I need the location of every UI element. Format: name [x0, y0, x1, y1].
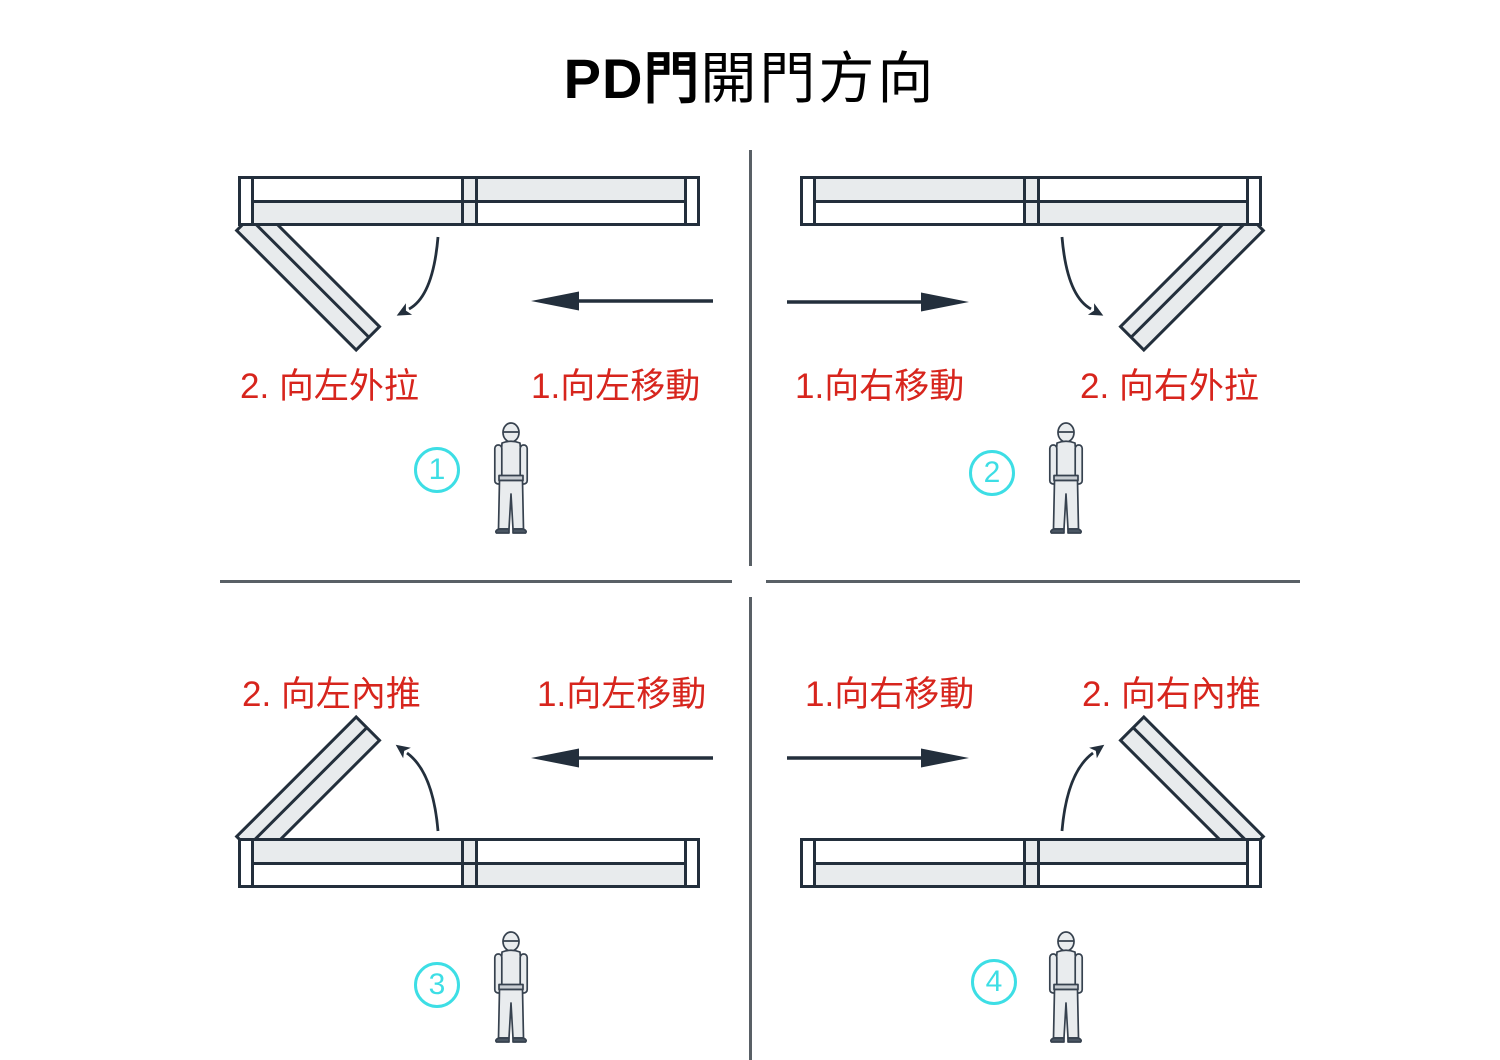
track-row — [1039, 179, 1246, 200]
step-label-pull-right: 2. 向右外拉 — [1080, 367, 1259, 406]
track-rail-line — [477, 861, 684, 865]
track-rail-line — [254, 199, 461, 203]
track-right-section — [477, 841, 684, 885]
track-row — [477, 841, 684, 862]
slide-left-arrowhead — [531, 291, 579, 311]
track-center-post — [1022, 841, 1040, 885]
door-track — [800, 176, 1262, 226]
track-end-cap — [684, 179, 697, 223]
title-brand: PD門 — [563, 47, 701, 110]
door-panel-in-track — [1039, 202, 1246, 223]
track-end-cap — [803, 841, 816, 885]
track-center-post — [460, 841, 478, 885]
swing-arrowhead-q4 — [1089, 744, 1105, 759]
swing-arrow-q3 — [406, 751, 440, 832]
step-label-push-right: 2. 向右內推 — [1082, 675, 1261, 714]
horizontal-divider-left — [220, 580, 732, 583]
track-row — [477, 202, 684, 223]
track-rail-line — [816, 861, 1023, 865]
swing-arrow-q4 — [1060, 751, 1094, 832]
track-right-section — [1039, 841, 1246, 885]
track-rail-line — [1039, 861, 1246, 865]
track-rail-line — [816, 199, 1023, 203]
swing-arrow-q2 — [1060, 236, 1092, 311]
door-track — [238, 838, 700, 888]
track-left-section — [254, 179, 461, 223]
track-row — [816, 841, 1023, 862]
vertical-divider-top — [749, 150, 752, 566]
track-rail-line — [1039, 199, 1246, 203]
track-end-cap — [1246, 841, 1259, 885]
quadrant-number-badge: 2 — [969, 450, 1015, 496]
door-panel-in-track — [477, 179, 684, 200]
step-label-move-right: 1.向右移動 — [805, 675, 975, 714]
track-rail-line — [477, 199, 684, 203]
track-end-cap — [241, 841, 254, 885]
door-panel-in-track — [254, 841, 461, 862]
slide-right-arrowhead-bottom — [921, 748, 969, 768]
person-icon — [1041, 931, 1091, 1045]
track-center-post — [460, 179, 478, 223]
track-end-cap — [803, 179, 816, 223]
track-row — [254, 864, 461, 885]
page-title: PD門開門方向 — [0, 34, 1500, 115]
door-track — [800, 838, 1262, 888]
step-label-move-left: 1.向左移動 — [531, 367, 701, 406]
track-left-section — [816, 179, 1023, 223]
quadrant-number-badge: 4 — [971, 959, 1017, 1005]
track-end-cap — [684, 841, 697, 885]
quadrant-number-badge: 3 — [414, 962, 460, 1008]
swing-arrow-q1 — [408, 236, 440, 311]
title-rest: 開門方向 — [700, 47, 937, 110]
track-end-cap — [1246, 179, 1259, 223]
track-right-section — [1039, 179, 1246, 223]
track-left-section — [816, 841, 1023, 885]
track-end-cap — [241, 179, 254, 223]
door-panel-in-track — [1039, 841, 1246, 862]
slide-right-arrowhead — [921, 292, 969, 312]
slide-left-arrowhead-bottom — [531, 748, 579, 768]
track-center-post — [1022, 179, 1040, 223]
swing-arrowhead-q1 — [396, 303, 413, 316]
quadrant-number-badge: 1 — [414, 447, 460, 493]
step-label-pull-left: 2. 向左外拉 — [240, 367, 419, 406]
door-track — [238, 176, 700, 226]
door-panel-in-track — [816, 179, 1023, 200]
horizontal-divider-right — [766, 580, 1300, 583]
step-label-move-right: 1.向右移動 — [795, 367, 965, 406]
person-icon — [486, 931, 536, 1045]
vertical-divider-bottom — [749, 597, 752, 1060]
door-panel-in-track — [477, 864, 684, 885]
track-left-section — [254, 841, 461, 885]
swing-arrowhead-q2 — [1087, 303, 1104, 316]
step-label-move-left: 1.向左移動 — [537, 675, 707, 714]
person-icon — [486, 422, 536, 536]
swing-arrowhead-q3 — [395, 744, 411, 759]
track-row — [816, 202, 1023, 223]
door-panel-in-track — [254, 202, 461, 223]
door-panel-in-track — [816, 864, 1023, 885]
track-right-section — [477, 179, 684, 223]
step-label-push-left: 2. 向左內推 — [242, 675, 421, 714]
track-rail-line — [254, 861, 461, 865]
track-row — [254, 179, 461, 200]
track-row — [1039, 864, 1246, 885]
person-icon — [1041, 422, 1091, 536]
